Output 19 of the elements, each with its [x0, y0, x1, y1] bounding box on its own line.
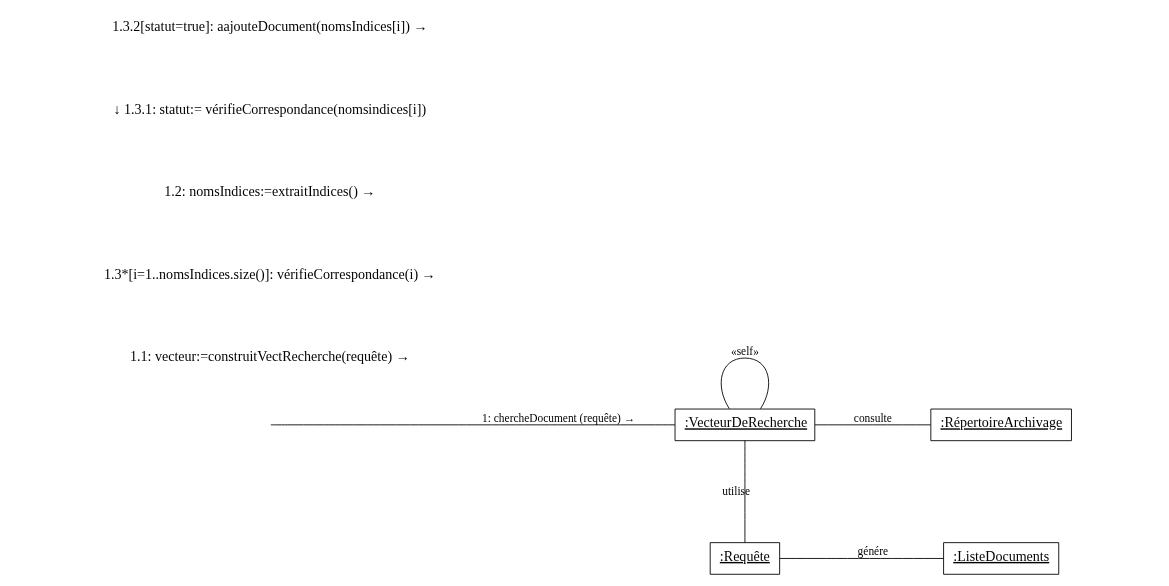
connector: [270, 424, 676, 426]
label: ↓ 1.3.1: statut:= vérifieCorrespondance(nomsindices[i]): [113, 100, 427, 117]
edge-label: génére: [857, 545, 889, 558]
edge-label: utilise: [722, 484, 751, 497]
edge-label: 1: chercheDocument (requête) →: [482, 411, 636, 424]
connector: [744, 440, 746, 544]
label: 1.3*[i=1..nomsIndices.size()]: vérifieCorrespondance(i) →: [103, 265, 436, 282]
connector: [720, 357, 770, 410]
edge-label: «self»: [730, 344, 759, 357]
node-box: :ListeDocuments: [943, 542, 1060, 575]
connector: [779, 558, 944, 559]
node-box: :Requête: [709, 542, 781, 575]
label: 1.1: vecteur:=construitVectRecherche(requête) →: [129, 348, 410, 365]
node-box: :VecteurDeRecherche: [674, 408, 816, 442]
node-box: :RépertoireArchivage: [930, 408, 1072, 442]
connector: [814, 424, 932, 426]
label: 1.3.2[statut=true]: aajouteDocument(nomsIndices[i]) →: [112, 17, 428, 34]
edge-label: consulte: [853, 411, 892, 424]
label: 1.2: nomsIndices:=extraitIndices() →: [164, 183, 376, 200]
